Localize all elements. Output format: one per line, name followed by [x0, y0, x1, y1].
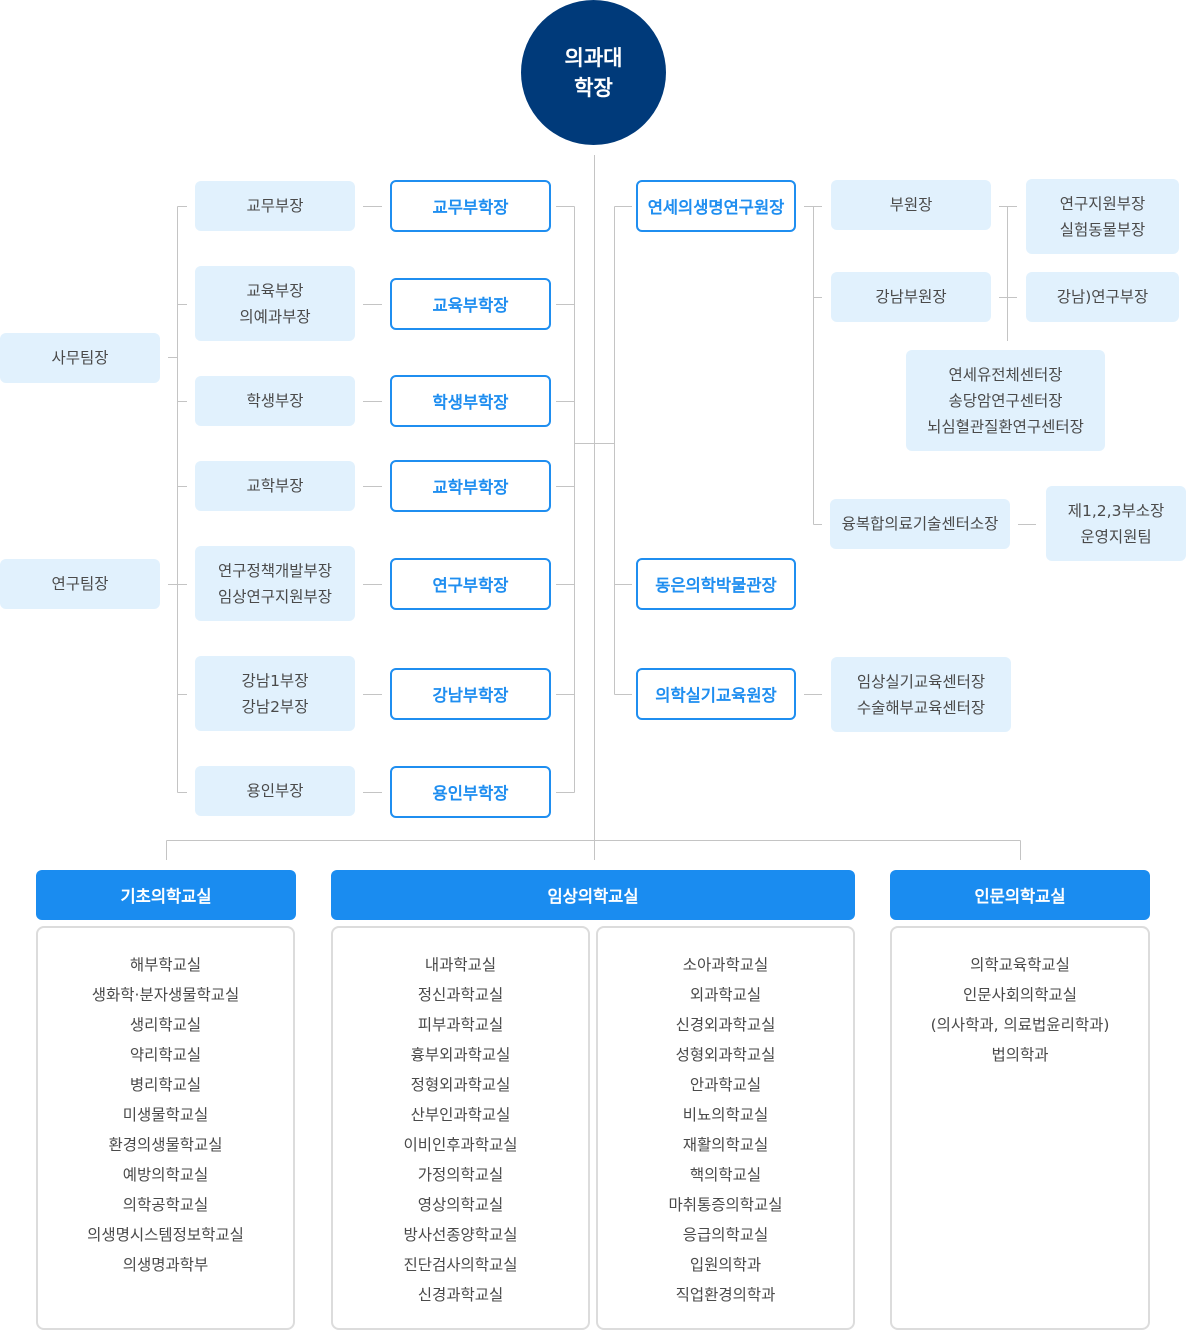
research-support-heads: 연구지원부장 실험동물부장: [1026, 179, 1179, 254]
office-team-head: 사무팀장: [0, 333, 160, 383]
dean-title-line1: 의과대: [564, 45, 623, 70]
vice-dean-industry: 교학부학장: [390, 460, 551, 512]
gangnam-vice-director: 강남부원장: [831, 272, 991, 322]
dean-title-line2: 학장: [574, 75, 613, 100]
department-item: 성형외과학교실: [675, 1046, 776, 1064]
department-item: 인문사회의학교실: [962, 986, 1078, 1004]
museum-director: 동은의학박물관장: [636, 558, 796, 610]
department-item: 정형외과학교실: [410, 1076, 511, 1094]
department-item: 의학교육학교실: [970, 956, 1070, 974]
dean-circle: 의과대 학장: [521, 0, 666, 145]
department-item: 의생명과학부: [122, 1256, 209, 1274]
vice-dean-gangnam: 강남부학장: [390, 668, 551, 720]
department-item: 미생물학교실: [122, 1106, 209, 1124]
education-heads: 교육부장 의예과부장: [195, 266, 355, 341]
skills-education-director: 의학실기교육원장: [636, 668, 796, 720]
department-item: 신경과학교실: [417, 1286, 504, 1304]
vice-dean-student: 학생부학장: [390, 375, 551, 427]
research-institute-director: 연세의생명연구원장: [636, 180, 796, 232]
vice-dean-research: 연구부학장: [390, 558, 551, 610]
department-item: (의사학과, 의료법윤리학과): [930, 1016, 1110, 1034]
department-item: 가정의학교실: [417, 1166, 504, 1184]
department-item: 재활의학교실: [682, 1136, 769, 1154]
department-item: 진단검사의학교실: [403, 1256, 518, 1274]
industry-head: 교학부장: [195, 461, 355, 511]
department-item: 법의학과: [991, 1046, 1049, 1064]
department-item: 의학공학교실: [122, 1196, 209, 1214]
department-item: 예방의학교실: [122, 1166, 209, 1184]
vice-dean-academic-affairs: 교무부학장: [390, 180, 551, 232]
gangnam-research-head: 강남)연구부장: [1026, 272, 1179, 322]
department-item: 환경의생물학교실: [108, 1136, 223, 1154]
department-item: 응급의학교실: [682, 1226, 769, 1244]
department-item: 신경외과학교실: [675, 1016, 776, 1034]
yongin-head: 용인부장: [195, 766, 355, 816]
convergence-units: 제1,2,3부소장 운영지원팀: [1046, 486, 1186, 561]
gangnam-heads: 강남1부장 강남2부장: [195, 656, 355, 731]
basic-medicine-header: 기초의학교실: [36, 870, 296, 920]
department-item: 생화학·분자생물학교실: [91, 986, 240, 1004]
student-head: 학생부장: [195, 376, 355, 426]
research-center-heads: 연세유전체센터장 송당암연구센터장 뇌심혈관질환연구센터장: [906, 350, 1105, 451]
department-item: 이비인후과학교실: [403, 1136, 518, 1154]
humanities-medicine-header: 인문의학교실: [890, 870, 1150, 920]
department-item: 안과학교실: [689, 1076, 762, 1094]
department-item: 영상의학교실: [417, 1196, 504, 1214]
skills-center-heads: 임상실기교육센터장 수술해부교육센터장: [831, 657, 1011, 732]
convergence-center-director: 융복합의료기술센터소장: [830, 499, 1010, 549]
department-item: 방사선종양학교실: [403, 1226, 518, 1244]
vice-dean-yongin: 용인부학장: [390, 766, 551, 818]
department-item: 산부인과학교실: [410, 1106, 511, 1124]
research-heads: 연구정책개발부장 임상연구지원부장: [195, 546, 355, 621]
vice-dean-education: 교육부학장: [390, 278, 551, 330]
department-item: 해부학교실: [129, 956, 202, 974]
department-item: 피부과학교실: [417, 1016, 504, 1034]
research-team-head: 연구팀장: [0, 559, 160, 609]
department-item: 정신과학교실: [417, 986, 504, 1004]
department-item: 마취통증의학교실: [668, 1196, 783, 1214]
department-item: 외과학교실: [689, 986, 762, 1004]
department-item: 흉부외과학교실: [410, 1046, 511, 1064]
department-item: 핵의학교실: [689, 1166, 762, 1184]
academic-affairs-head: 교무부장: [195, 181, 355, 231]
department-item: 병리학교실: [129, 1076, 202, 1094]
department-item: 내과학교실: [424, 956, 497, 974]
clinical-medicine-header: 임상의학교실: [331, 870, 855, 920]
department-item: 소아과학교실: [682, 956, 769, 974]
department-item: 비뇨의학교실: [682, 1106, 769, 1124]
department-item: 생리학교실: [129, 1016, 202, 1034]
department-item: 의생명시스템정보학교실: [87, 1226, 244, 1244]
department-item: 입원의학과: [689, 1256, 762, 1274]
department-item: 약리학교실: [129, 1046, 202, 1064]
vice-director: 부원장: [831, 180, 991, 230]
department-item: 직업환경의학과: [675, 1286, 776, 1304]
